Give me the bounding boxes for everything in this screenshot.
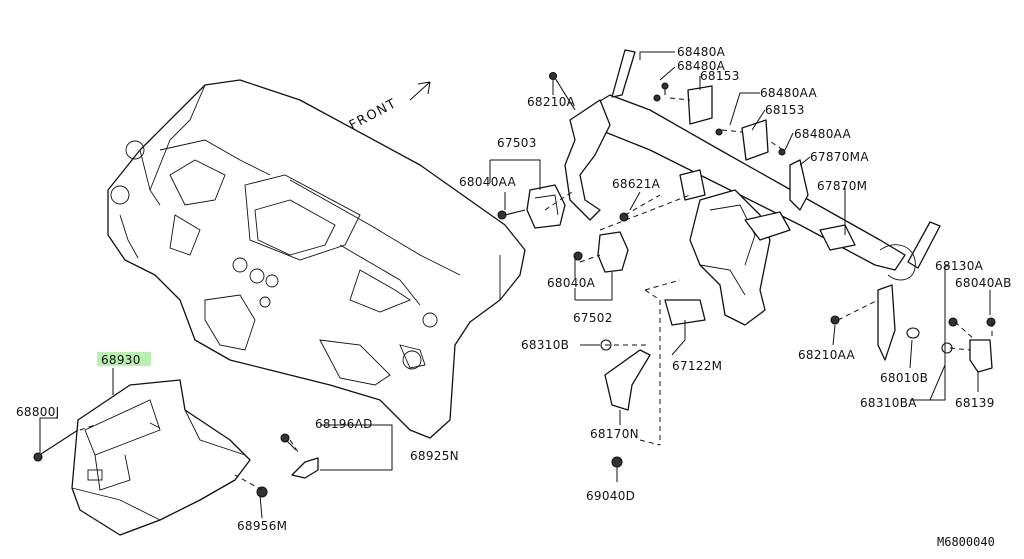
steering-member-illustration bbox=[564, 49, 941, 361]
label-68010b[interactable]: 68010B bbox=[880, 371, 928, 385]
label-68170n[interactable]: 68170N bbox=[590, 427, 639, 441]
bracket-68139-illustration bbox=[969, 339, 993, 373]
label-68310ba[interactable]: 68310BA bbox=[860, 396, 917, 410]
label-68139[interactable]: 68139 bbox=[955, 396, 995, 410]
diagram-reference-code: M6800040 bbox=[937, 535, 995, 549]
label-68040aa[interactable]: 68040AA bbox=[459, 175, 517, 189]
label-68210a[interactable]: 68210A bbox=[527, 95, 576, 109]
front-label: FRONT bbox=[347, 96, 400, 134]
leader-lines bbox=[39, 51, 991, 519]
fasteners bbox=[33, 71, 996, 468]
component-67502-illustration bbox=[597, 231, 629, 273]
label-67503[interactable]: 67503 bbox=[497, 136, 537, 150]
dashed-reference-lines bbox=[79, 97, 993, 491]
label-69040d[interactable]: 69040D bbox=[586, 489, 635, 503]
part-labels: 68930 68800J 68956M 68196AD 68925N 67503… bbox=[16, 45, 1012, 549]
label-68480aa-2[interactable]: 68480AA bbox=[794, 127, 852, 141]
label-67122m[interactable]: 67122M bbox=[672, 359, 722, 373]
label-68310b[interactable]: 68310B bbox=[521, 338, 569, 352]
label-67502[interactable]: 67502 bbox=[573, 311, 613, 325]
label-68040ab[interactable]: 68040AB bbox=[955, 276, 1012, 290]
highlight-68930 bbox=[97, 352, 151, 366]
bracket-68925n-illustration bbox=[256, 433, 319, 498]
label-68621a[interactable]: 68621A bbox=[612, 177, 661, 191]
label-68480a-1[interactable]: 68480A bbox=[677, 45, 726, 59]
label-68153-2[interactable]: 68153 bbox=[765, 103, 805, 117]
label-68210aa[interactable]: 68210AA bbox=[798, 348, 856, 362]
bracket-68170n-illustration bbox=[604, 349, 651, 411]
component-67503-illustration bbox=[526, 184, 566, 229]
label-68196ad[interactable]: 68196AD bbox=[315, 417, 373, 431]
label-68130a[interactable]: 68130A bbox=[935, 259, 984, 273]
label-68800j[interactable]: 68800J bbox=[16, 405, 60, 419]
front-direction-indicator: FRONT bbox=[347, 81, 431, 134]
label-67870m[interactable]: 67870M bbox=[817, 179, 867, 193]
label-68153-1[interactable]: 68153 bbox=[700, 69, 740, 83]
bracket-67870ma-illustration bbox=[789, 159, 809, 211]
label-68925n[interactable]: 68925N bbox=[410, 449, 459, 463]
bracket-68153-1-illustration bbox=[687, 85, 713, 125]
label-68480aa-1[interactable]: 68480AA bbox=[760, 86, 818, 100]
label-67870ma[interactable]: 67870MA bbox=[810, 150, 869, 164]
label-68480a-2[interactable]: 68480A bbox=[677, 59, 726, 73]
label-68930[interactable]: 68930 bbox=[101, 353, 141, 367]
instrument-panel-illustration bbox=[107, 79, 526, 439]
lower-cover-illustration bbox=[71, 379, 251, 536]
bracket-68153-2-illustration bbox=[741, 119, 769, 161]
label-68040a[interactable]: 68040A bbox=[547, 276, 596, 290]
label-68956m[interactable]: 68956M bbox=[237, 519, 287, 533]
